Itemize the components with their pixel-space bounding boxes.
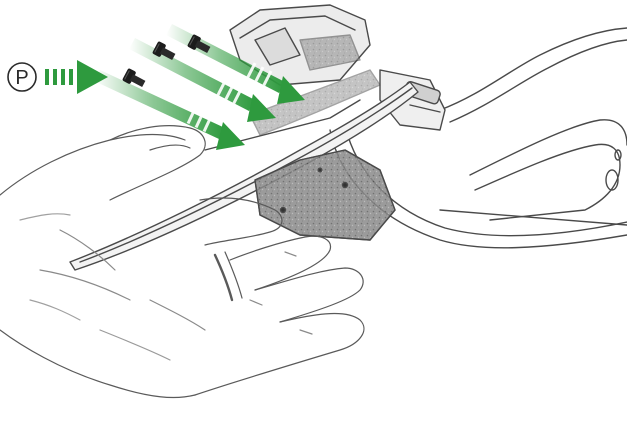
callout-arrow-icon xyxy=(45,60,108,94)
p-callout-label: P xyxy=(15,67,28,89)
bracket-icon xyxy=(70,5,627,270)
p-callout: P xyxy=(8,60,108,94)
